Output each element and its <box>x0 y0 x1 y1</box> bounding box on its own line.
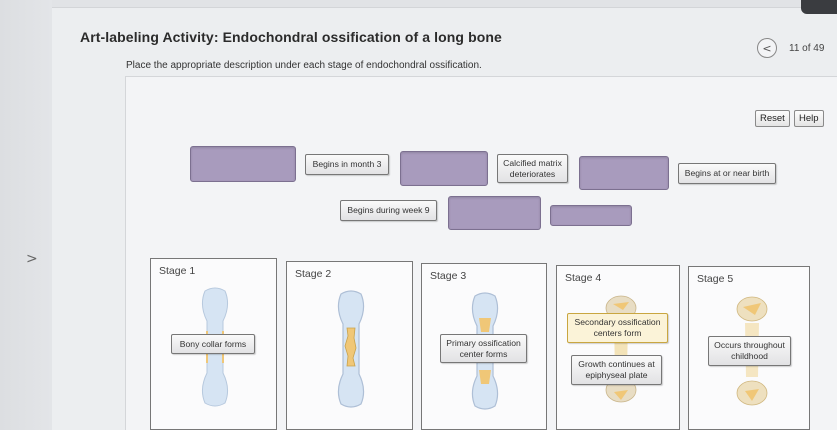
top-strip <box>52 0 837 8</box>
draggable-label[interactable]: Begins during week 9 <box>340 200 437 221</box>
stage-label: Stage 3 <box>430 270 467 282</box>
help-button[interactable]: Help <box>794 110 824 127</box>
instructions-text: Place the appropriate description under … <box>126 60 482 71</box>
stage-label: Stage 4 <box>565 272 602 284</box>
label-drop-target[interactable] <box>579 156 669 190</box>
left-rail: > <box>0 0 52 430</box>
placed-label[interactable]: Primary ossification center forms <box>440 334 527 363</box>
placed-label[interactable]: Secondary ossification centers form <box>567 313 668 343</box>
placed-label[interactable]: Bony collar forms <box>171 334 255 354</box>
stage-card-4: Stage 4 <box>556 265 680 430</box>
bone-illustration <box>337 290 365 408</box>
stage-label: Stage 2 <box>295 268 332 280</box>
reset-button[interactable]: Reset <box>755 110 790 127</box>
label-drop-target[interactable] <box>190 146 296 182</box>
draggable-label[interactable]: Begins in month 3 <box>305 154 389 175</box>
draggable-label[interactable]: Begins at or near birth <box>678 163 776 184</box>
chevron-right-icon[interactable]: > <box>26 251 38 267</box>
label-drop-target[interactable] <box>400 151 488 186</box>
progress-counter: 11 of 49 <box>789 43 825 54</box>
previous-button[interactable]: < <box>757 38 777 58</box>
stage-label: Stage 5 <box>697 273 734 285</box>
stage-label: Stage 1 <box>159 265 196 277</box>
page-title: Art-labeling Activity: Endochondral ossi… <box>80 29 502 45</box>
draggable-label[interactable]: Calcified matrix deteriorates <box>497 154 568 183</box>
placed-label[interactable]: Occurs throughout childhood <box>708 336 791 366</box>
label-drop-target[interactable] <box>550 205 632 226</box>
bone-illustration <box>605 295 637 403</box>
stage-card-2: Stage 2 <box>286 261 413 430</box>
corner-device <box>801 0 837 14</box>
placed-label[interactable]: Growth continues at epiphyseal plate <box>571 355 662 385</box>
label-drop-target[interactable] <box>448 196 541 230</box>
chevron-left-icon: < <box>762 41 772 55</box>
